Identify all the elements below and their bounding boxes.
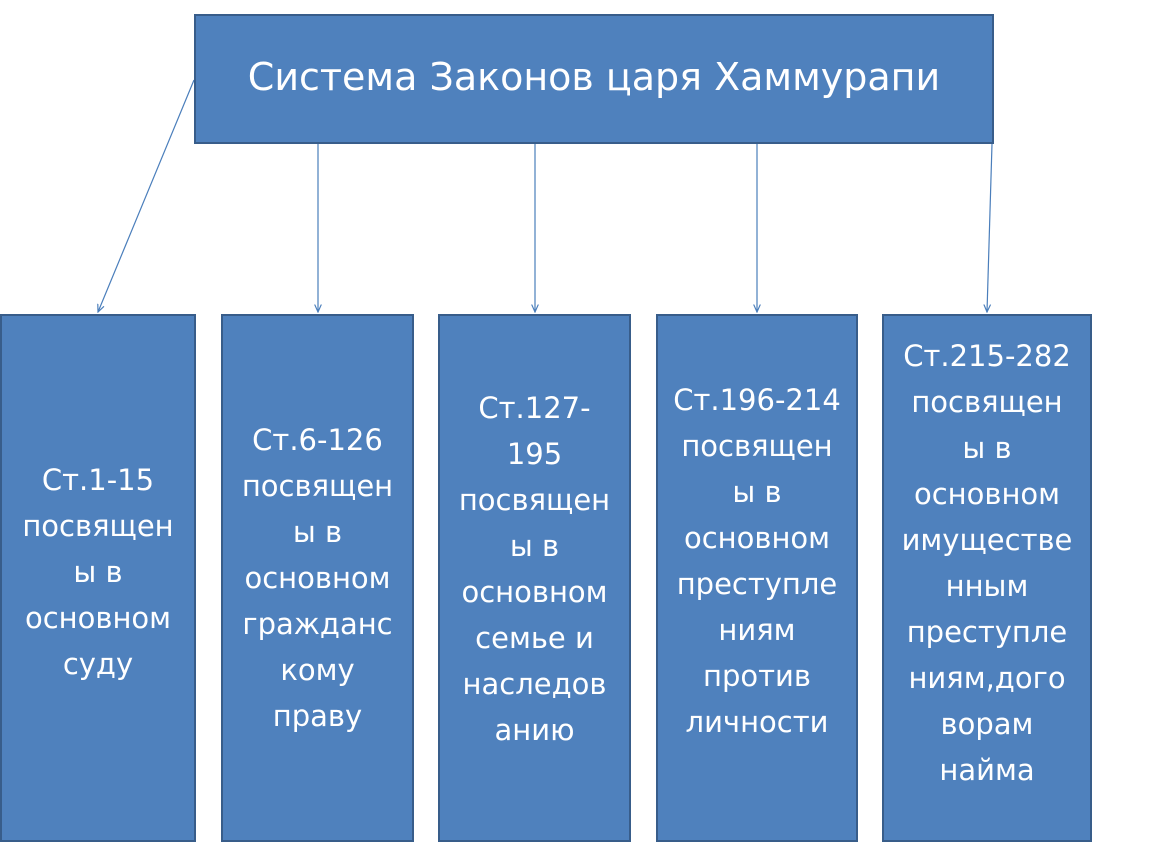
child-node-label: Ст.127- 195 посвящен ы в основном семье … (458, 391, 611, 747)
child-node-articles-1-15: Ст.1-15 посвящен ы в основном суду (0, 314, 196, 842)
root-node-title-box: Система Законов царя Хаммурапи (194, 14, 994, 144)
child-node-articles-196-214: Ст.196-214 посвящен ы в основном преступ… (656, 314, 858, 842)
child-node-articles-215-282: Ст.215-282 посвящен ы в основном имущест… (882, 314, 1092, 842)
connector-arrow-1 (98, 79, 195, 312)
root-node-title: Система Законов царя Хаммурапи (247, 55, 941, 99)
child-node-articles-127-195: Ст.127- 195 посвящен ы в основном семье … (438, 314, 631, 842)
child-node-label: Ст.196-214 посвящен ы в основном преступ… (673, 383, 841, 739)
connector-arrow-5 (987, 143, 993, 312)
child-node-label: Ст.6-126 посвящен ы в основном гражданс … (241, 423, 394, 733)
child-node-articles-6-126: Ст.6-126 посвящен ы в основном гражданс … (221, 314, 414, 842)
child-node-label: Ст.1-15 посвящен ы в основном суду (22, 463, 174, 681)
child-node-label: Ст.215-282 посвящен ы в основном имущест… (901, 339, 1073, 787)
